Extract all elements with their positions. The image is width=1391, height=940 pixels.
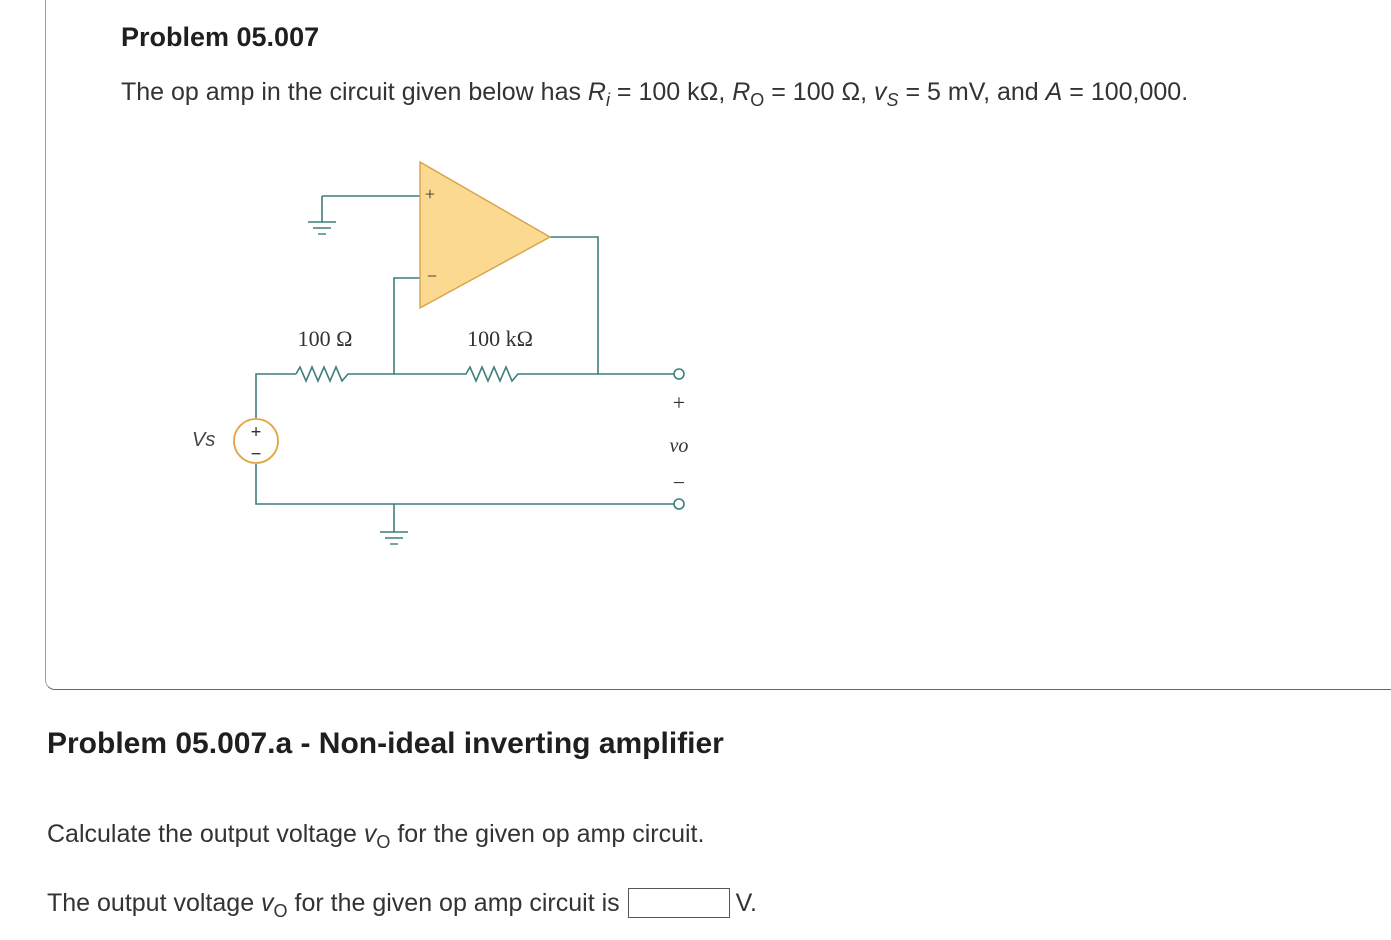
question-text-after: for the given op amp circuit. [390, 820, 705, 848]
source-minus-sign: − [251, 444, 262, 465]
output-plus-sign: + [673, 390, 685, 415]
ro-value: = 100 Ω, [764, 78, 875, 106]
ri-value: = 100 kΩ, [609, 78, 733, 106]
answer-input[interactable] [627, 888, 730, 918]
ri-subscript: i [605, 90, 610, 110]
opamp-triangle [419, 160, 552, 310]
question-text: Calculate the output voltage vO for the … [47, 820, 705, 852]
vs-symbol: v [874, 78, 887, 106]
source-plus-sign: + [251, 422, 262, 443]
output-voltage-label: vo [670, 435, 689, 457]
circuit-diagram: + − + − Vs 100 Ω 100 kΩ + vo − [192, 160, 689, 545]
resistor-100-ohm [295, 364, 394, 384]
opamp-plus-sign: + [425, 184, 435, 204]
wire-source-top [255, 373, 296, 418]
resistor-1-label: 100 Ω [298, 326, 353, 351]
voltage-source [233, 418, 279, 464]
output-minus-sign: − [673, 470, 685, 495]
question-var-symbol: v [363, 820, 377, 848]
problem-panel [45, 0, 1391, 690]
source-label: Vs [192, 429, 215, 451]
problem-title: Problem 05.007 [121, 22, 320, 52]
wire-minus-input [393, 277, 420, 374]
vs-subscript: S [886, 90, 899, 110]
statement-intro: The op amp in the circuit given below ha… [121, 78, 588, 106]
output-terminal-top [673, 368, 685, 380]
answer-unit: V. [735, 888, 757, 917]
wire-bottom [255, 464, 674, 505]
opamp-minus-sign: − [427, 266, 437, 286]
question-text-before: Calculate the output voltage [47, 820, 364, 848]
output-terminal-bottom [673, 498, 685, 510]
gain-value: = 100,000. [1062, 78, 1189, 106]
ground-symbol-bottom [380, 531, 408, 545]
resistor-2-label: 100 kΩ [467, 326, 533, 351]
answer-row: The output voltage vO for the given op a… [47, 888, 757, 921]
question-var-subscript: O [376, 832, 391, 852]
vs-value: = 5 mV, and [898, 78, 1046, 106]
resistor-100k-ohm [394, 364, 674, 384]
answer-prompt: The output voltage vO for the given op a… [47, 888, 620, 921]
ro-symbol: R [732, 78, 751, 106]
part-title: Problem 05.007.a - Non-ideal inverting a… [47, 727, 724, 760]
gain-symbol: A [1045, 78, 1063, 106]
ro-subscript: O [750, 90, 765, 110]
problem-statement: The op amp in the circuit given below ha… [121, 78, 1189, 110]
ground-symbol-top [308, 221, 336, 235]
wires [255, 195, 674, 532]
ri-symbol: R [587, 78, 606, 106]
wire-output [550, 236, 599, 374]
